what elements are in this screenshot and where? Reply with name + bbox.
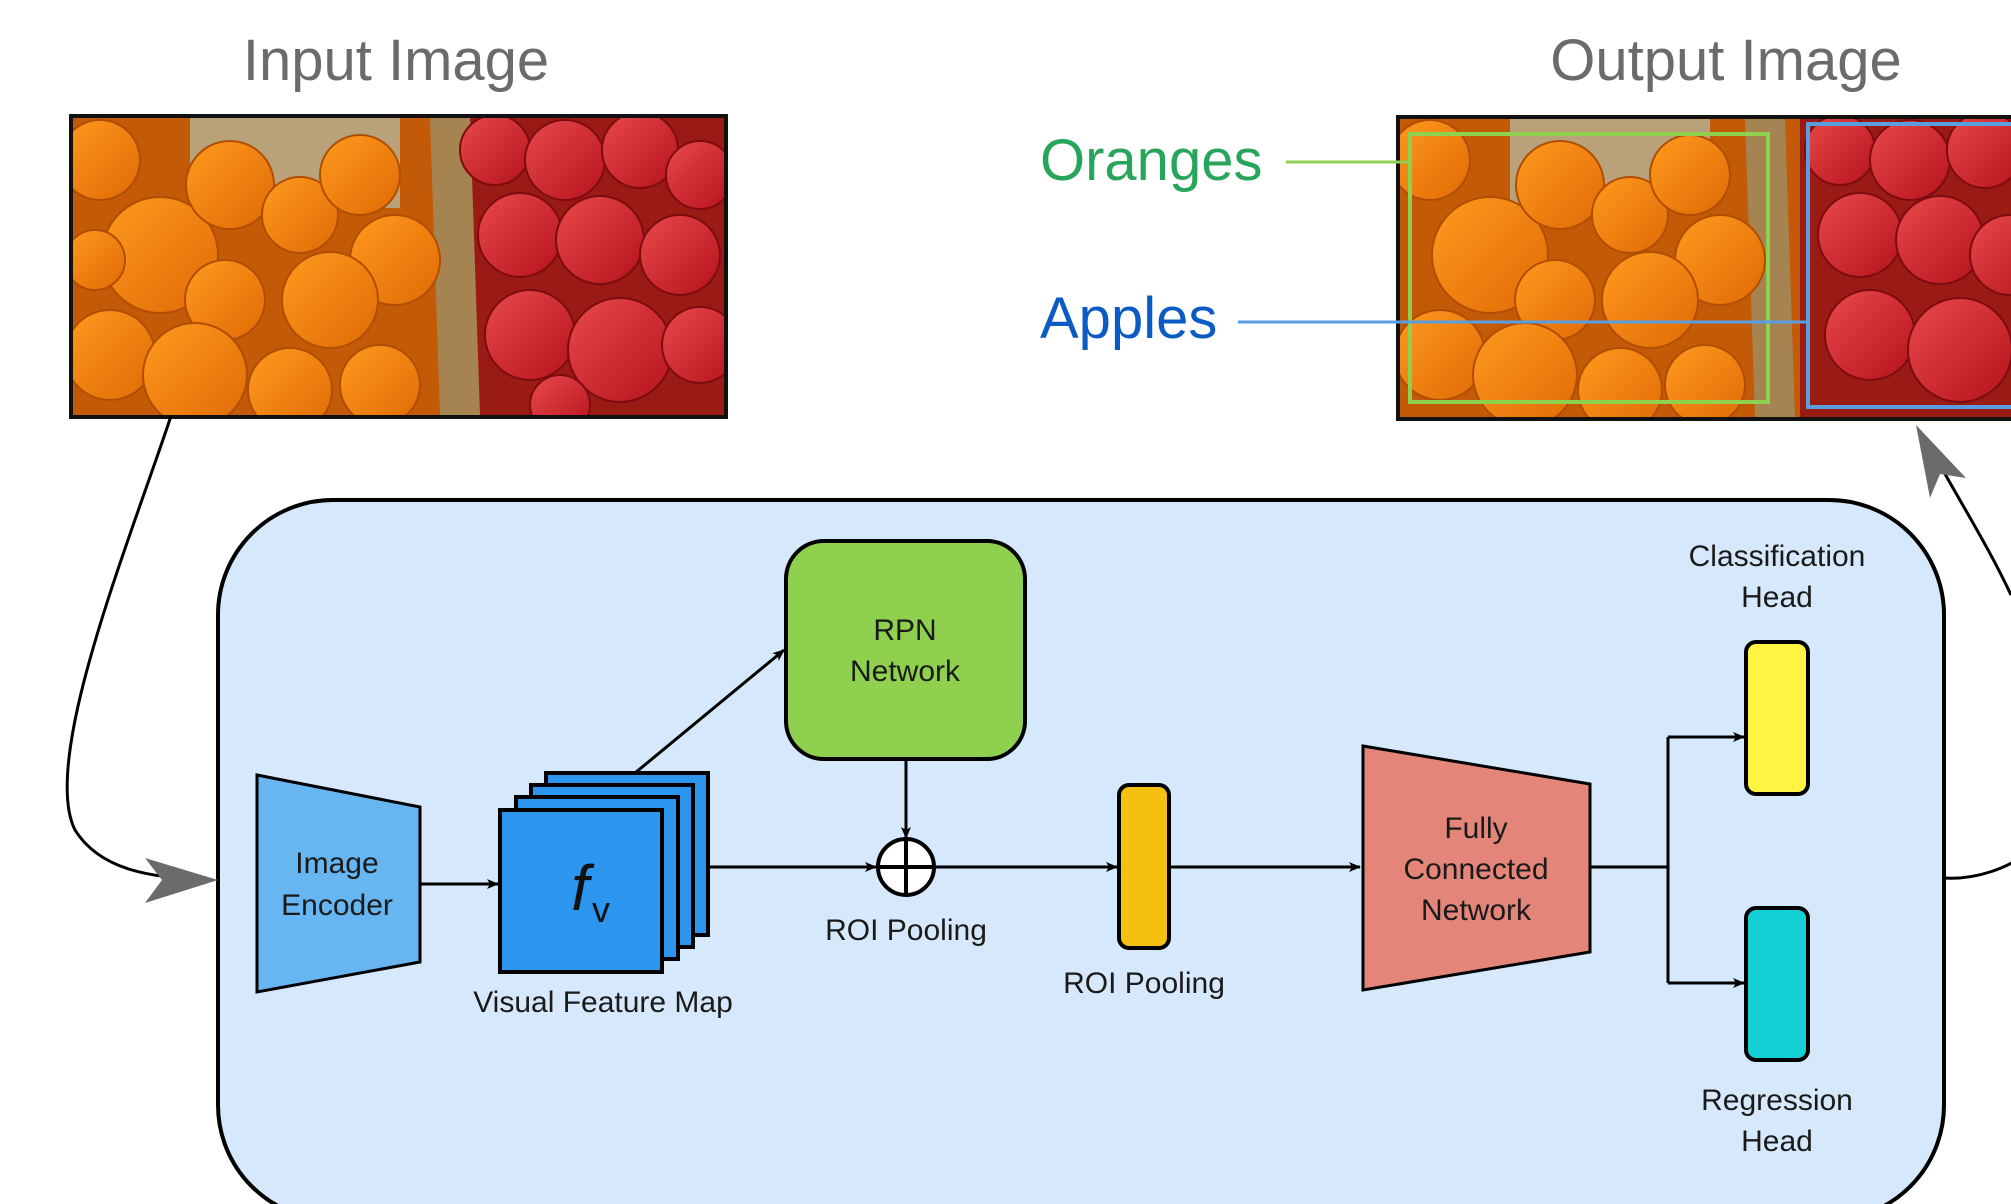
roi-pooling-operator xyxy=(876,837,936,897)
input-flow-arrowhead xyxy=(145,858,218,903)
visual-feature-map: f v xyxy=(498,771,710,974)
fc-label-3: Network xyxy=(1421,894,1532,927)
image-encoder: Image Encoder xyxy=(255,773,422,994)
input-flow-arrow xyxy=(65,415,211,882)
oranges-bounding-box xyxy=(1408,132,1770,404)
rpn-label-2: Network xyxy=(850,655,961,688)
fc-label-1: Fully xyxy=(1444,812,1507,845)
input-oranges-group xyxy=(73,119,441,415)
rpn-label-1: RPN xyxy=(873,614,936,647)
output-image xyxy=(1396,115,2011,421)
fc-label-2: Connected xyxy=(1403,853,1548,886)
arrow-feature-to-rpn xyxy=(634,648,785,775)
roi-pooling-vector xyxy=(1117,783,1171,950)
output-flow-arrowhead xyxy=(1916,425,1966,498)
output-image-title: Output Image xyxy=(1550,28,1901,93)
apples-bounding-box xyxy=(1806,122,2011,409)
feature-map-subscript: v xyxy=(592,889,610,930)
input-image-title: Input Image xyxy=(243,28,549,93)
roi-pooling-vector-label: ROI Pooling xyxy=(1063,967,1225,1000)
visual-feature-map-caption: Visual Feature Map xyxy=(473,986,733,1019)
regression-head xyxy=(1744,906,1810,1062)
image-encoder-label-1: Image xyxy=(295,847,378,880)
model-panel xyxy=(216,498,1946,1204)
roi-pooling-operator-label: ROI Pooling xyxy=(825,914,987,947)
input-image xyxy=(69,114,728,419)
apples-label: Apples xyxy=(1040,286,1217,351)
classification-head-label-2: Head xyxy=(1741,581,1813,614)
rpn-network: RPN Network xyxy=(784,539,1027,761)
classification-head-label-1: Classification xyxy=(1689,540,1866,573)
output-oranges-group xyxy=(1400,119,1766,417)
classification-head xyxy=(1744,640,1810,796)
image-encoder-label-2: Encoder xyxy=(281,889,393,922)
fully-connected-network: Fully Connected Network xyxy=(1361,744,1592,992)
regression-head-label-1: Regression xyxy=(1701,1084,1853,1117)
output-flow-arrow xyxy=(1938,464,2011,880)
oranges-label: Oranges xyxy=(1040,128,1262,193)
input-apples-group xyxy=(459,118,724,415)
branch-line xyxy=(1590,737,1670,983)
regression-head-label-2: Head xyxy=(1741,1125,1813,1158)
output-apples-group xyxy=(1804,119,2011,403)
